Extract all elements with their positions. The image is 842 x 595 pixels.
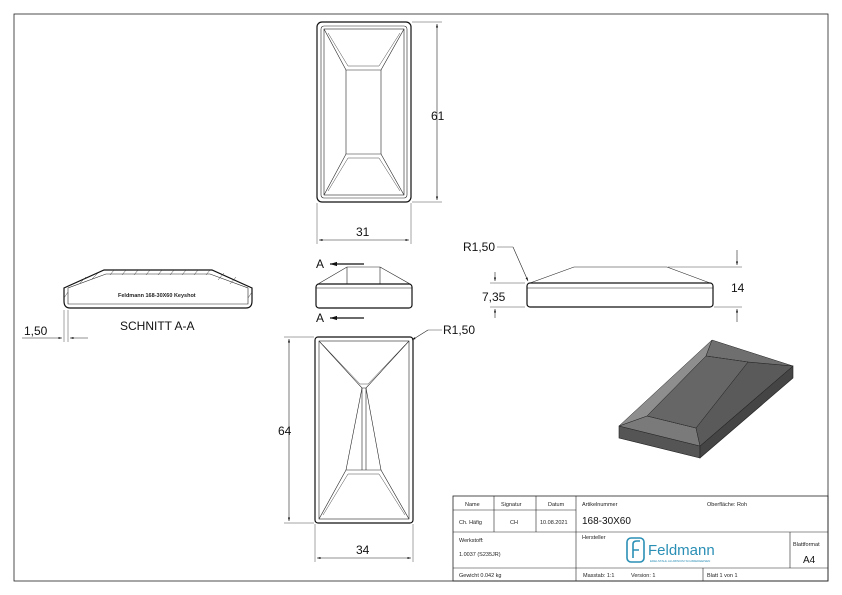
dimension-side-total: 14 xyxy=(668,250,745,322)
tb-article-label: Artikelnummer xyxy=(582,502,618,508)
section-marker-top: A xyxy=(316,257,364,271)
dim-label-1-50: 1,50 xyxy=(24,324,48,338)
dimension-bottom-width: 34 xyxy=(314,524,414,562)
tb-signature-header: Signatur xyxy=(501,502,522,508)
tb-date-header: Datum xyxy=(548,502,565,508)
dimension-top-height: 61 xyxy=(412,21,445,203)
tb-article-number: 168-30X60 xyxy=(582,516,631,527)
section-marker-bottom: A xyxy=(316,311,364,325)
title-block: Name Signatur Datum Ch. Häfig CH 10.08.2… xyxy=(452,495,829,582)
tb-version: Version: 1 xyxy=(631,573,655,579)
section-letter-top: A xyxy=(316,257,324,271)
tb-format: A4 xyxy=(803,555,816,566)
dimension-bottom-height: 64 xyxy=(278,336,314,524)
dimension-side-radius: R1,50 xyxy=(463,240,529,282)
bottom-view xyxy=(314,336,414,524)
isometric-view xyxy=(618,339,794,459)
tb-name-header: Name xyxy=(465,502,480,508)
tb-sheet: Blatt 1 von 1 xyxy=(707,573,738,579)
side-view xyxy=(526,266,714,308)
dim-label-r150-bottom: R1,50 xyxy=(443,323,475,337)
dimension-wall-thickness: 1,50 xyxy=(22,310,88,342)
section-view: Feldmann 168-30X60 Keyshot xyxy=(63,269,253,309)
dimension-top-width: 31 xyxy=(316,203,412,244)
tb-material-label: Werkstoff: xyxy=(459,538,484,544)
dim-label-34: 34 xyxy=(356,543,370,557)
tb-date: 10.08.2021 xyxy=(540,520,568,526)
logo-tagline: EDELSTAHL ALUMINIUM SCHMIEDEEISEN xyxy=(650,559,710,563)
dim-label-31: 31 xyxy=(356,225,370,239)
dimension-side-small: 7,35 xyxy=(482,272,525,318)
tb-format-label: Blattformat xyxy=(793,542,820,548)
tb-signature: CH xyxy=(510,520,518,526)
dim-label-64: 64 xyxy=(278,424,292,438)
top-view xyxy=(316,21,412,203)
front-view xyxy=(315,266,413,309)
feldmann-logo: Feldmann EDELSTAHL ALUMINIUM SCHMIEDEEIS… xyxy=(626,537,715,563)
tb-material: 1.0037 (S235JR) xyxy=(459,552,501,558)
tb-name: Ch. Häfig xyxy=(459,520,482,526)
dim-label-7-35: 7,35 xyxy=(482,290,506,304)
section-label: SCHNITT A-A xyxy=(120,319,194,333)
section-letter-bottom: A xyxy=(316,311,324,325)
tb-scale: Masstab: 1:1 xyxy=(583,573,615,579)
logo-wordmark: Feldmann xyxy=(648,542,715,559)
engraving-text: Feldmann 168-30X60 Keyshot xyxy=(118,293,196,299)
dim-label-14: 14 xyxy=(731,281,745,295)
tb-weight: Gewicht 0.042 kg xyxy=(459,573,502,579)
dimension-bottom-radius: R1,50 xyxy=(411,323,475,341)
sheet-border xyxy=(13,13,829,582)
dim-label-61: 61 xyxy=(431,109,445,123)
tb-surface: Oberfläche: Roh xyxy=(707,502,747,508)
tb-manufacturer-label: Hersteller xyxy=(582,535,606,541)
dim-label-r150-side: R1,50 xyxy=(463,240,495,254)
